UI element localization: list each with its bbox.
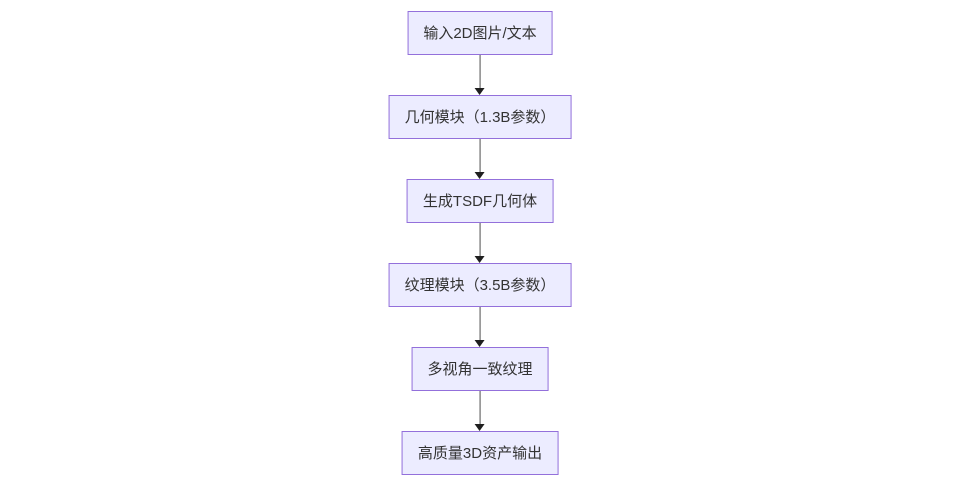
edge-line (479, 223, 481, 256)
flowchart: 输入2D图片/文本 几何模块（1.3B参数） 生成TSDF几何体 纹理模块（3.… (388, 11, 572, 475)
flow-node-label: 多视角一致纹理 (427, 360, 533, 378)
flow-node-input: 输入2D图片/文本 (407, 11, 553, 55)
edge-line (479, 391, 481, 424)
arrowhead-icon (474, 340, 485, 347)
edge-line (479, 139, 481, 172)
edge-line (479, 307, 481, 340)
flow-node-label: 几何模块（1.3B参数） (404, 108, 556, 126)
flow-node-label: 高质量3D资产输出 (417, 444, 543, 462)
flow-edge (474, 139, 486, 179)
flow-node-3d-asset-output: 高质量3D资产输出 (401, 431, 559, 475)
flow-node-label: 纹理模块（3.5B参数） (404, 276, 556, 294)
flow-edge (474, 55, 486, 95)
flow-node-geometry-module: 几何模块（1.3B参数） (388, 95, 572, 139)
arrowhead-icon (474, 172, 485, 179)
flow-edge (474, 307, 486, 347)
arrowhead-icon (474, 88, 485, 95)
arrowhead-icon (474, 256, 485, 263)
flow-node-label: 输入2D图片/文本 (423, 24, 537, 42)
flow-edge (474, 223, 486, 263)
flow-edge (474, 391, 486, 431)
flow-node-multiview-texture: 多视角一致纹理 (411, 347, 549, 391)
edge-line (479, 55, 481, 88)
flow-node-label: 生成TSDF几何体 (422, 192, 538, 210)
flow-node-texture-module: 纹理模块（3.5B参数） (388, 263, 572, 307)
arrowhead-icon (474, 424, 485, 431)
flow-node-tsdf-geometry: 生成TSDF几何体 (406, 179, 554, 223)
